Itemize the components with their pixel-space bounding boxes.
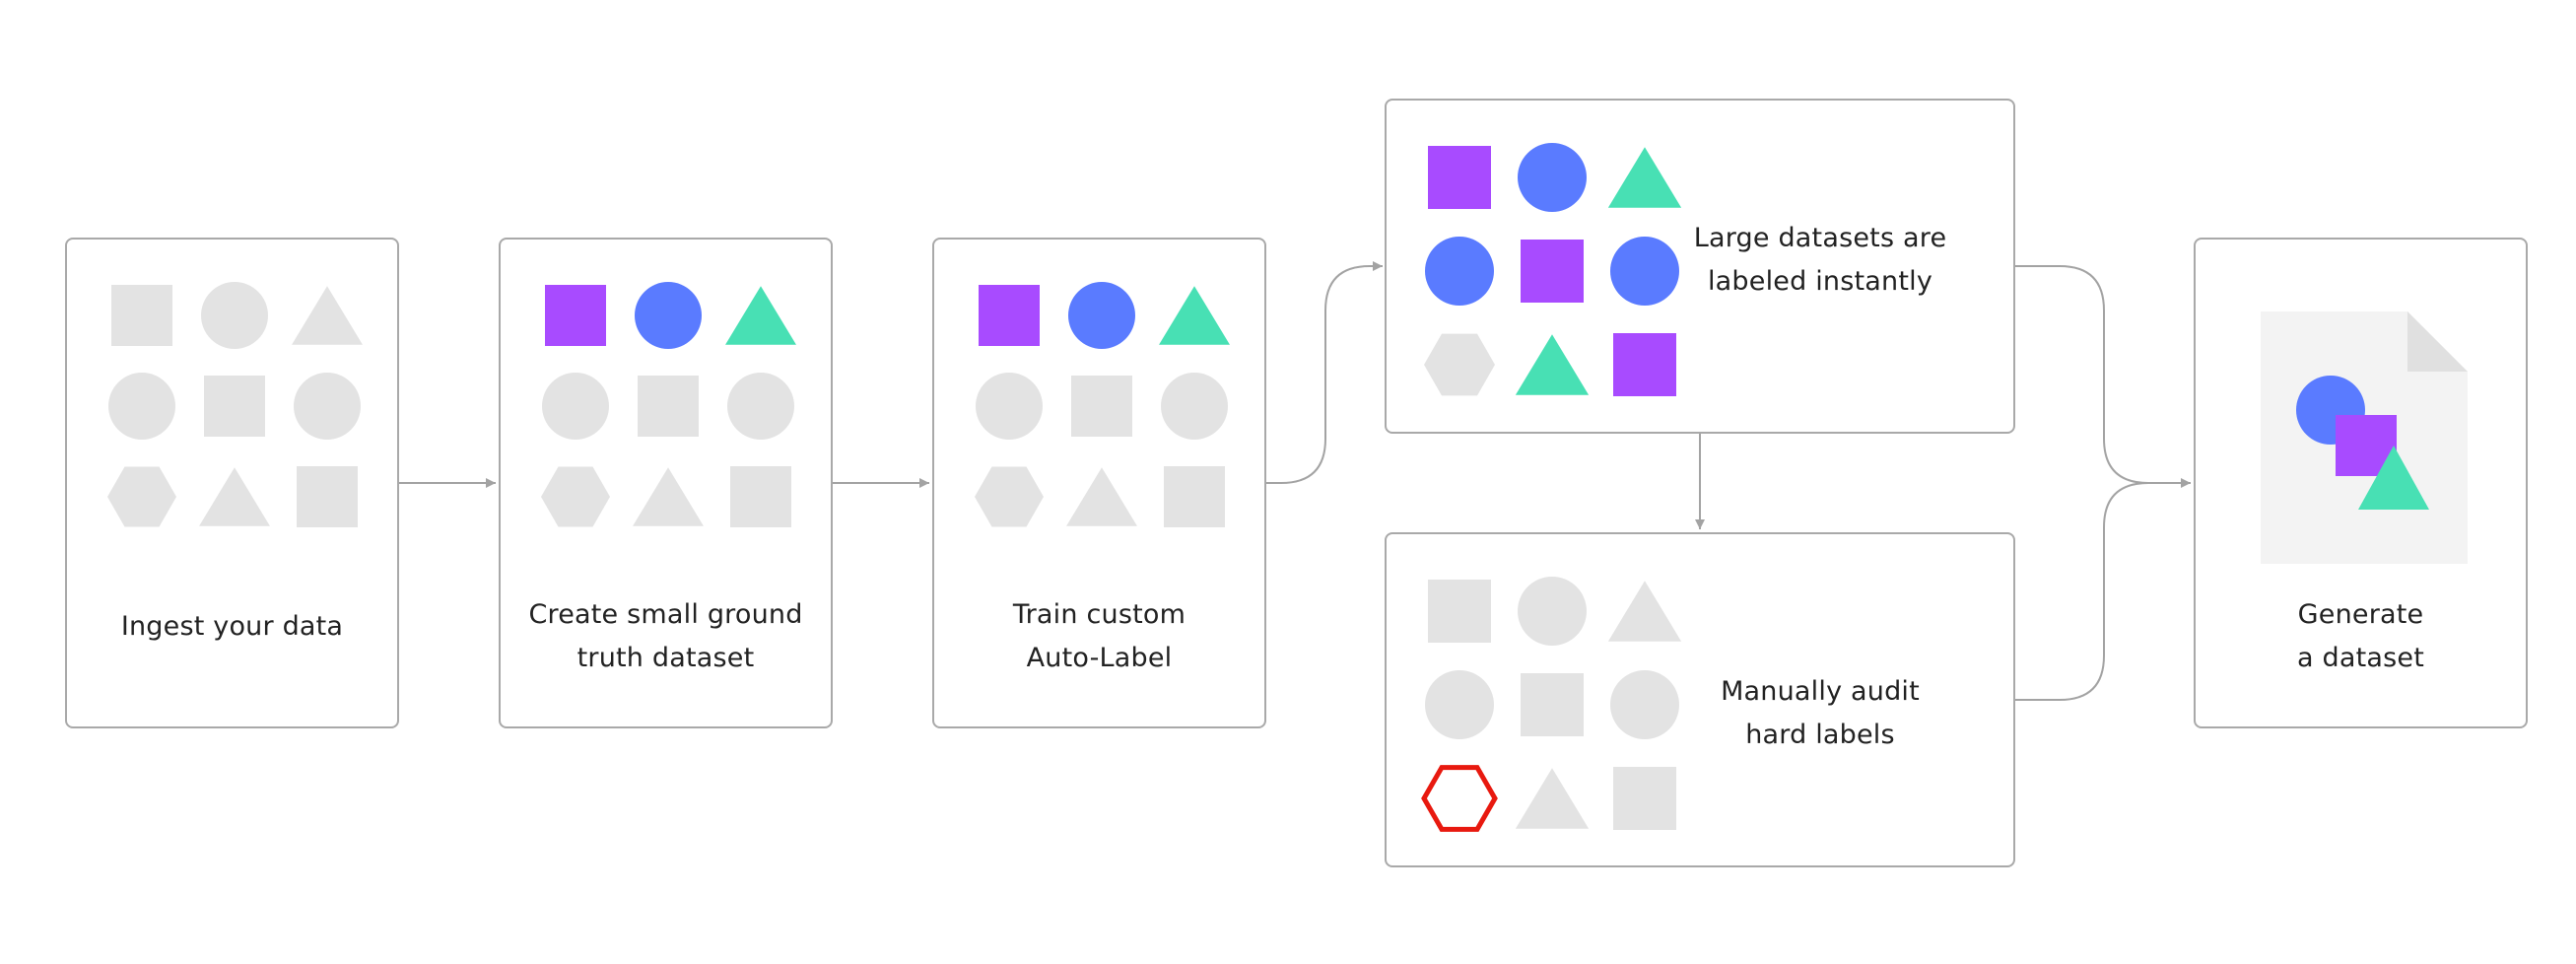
grey-circle-icon (1161, 373, 1228, 440)
grey-circle-icon (727, 373, 794, 440)
teal-triangle-icon (2358, 446, 2429, 510)
grey-hexagon-icon (541, 466, 610, 527)
teal-triangle-icon (725, 286, 796, 345)
grey-square-icon (638, 376, 699, 437)
grey-triangle-icon (1066, 467, 1137, 526)
purple-square-icon (545, 285, 606, 346)
grey-circle-icon (201, 282, 268, 349)
grey-circle-icon (1610, 670, 1679, 739)
purple-square-icon (979, 285, 1040, 346)
grey-square-icon (1071, 376, 1132, 437)
grey-circle-icon (1425, 670, 1494, 739)
grey-square-icon (1428, 580, 1491, 643)
arrow-audit-to-generate (2015, 482, 2149, 701)
error-hexagon-icon (1421, 765, 1498, 832)
caption-ingest: Ingest your data (67, 605, 397, 649)
grey-square-icon (297, 466, 358, 527)
grey-triangle-icon (292, 286, 363, 345)
blue-circle-icon (635, 282, 702, 349)
caption-line: Ingest your data (120, 611, 344, 642)
caption-ground-truth: Create small ground truth dataset (501, 593, 831, 680)
grey-hexagon-icon (107, 466, 176, 527)
step-large-box: Large datasets are labeled instantly (1385, 99, 2015, 434)
grey-circle-icon (976, 373, 1043, 440)
grey-circle-icon (108, 373, 175, 440)
grey-hexagon-icon (1424, 333, 1495, 396)
caption-line: Create small ground (528, 599, 803, 630)
step-ingest-box: Ingest your data (65, 238, 399, 728)
caption-line: hard labels (1745, 720, 1895, 750)
shape-grid-audit (1421, 577, 1682, 832)
grey-triangle-icon (199, 467, 270, 526)
blue-circle-icon (1518, 143, 1587, 212)
caption-line: Manually audit (1721, 676, 1920, 707)
shape-grid-train (975, 282, 1230, 527)
grey-square-icon (111, 285, 172, 346)
grey-triangle-icon (1607, 581, 1682, 642)
grey-square-icon (1521, 673, 1584, 736)
caption-line: Large datasets are (1693, 223, 1947, 253)
grey-triangle-icon (1515, 768, 1590, 829)
caption-line: Generate (2297, 599, 2424, 630)
grey-triangle-icon (633, 467, 704, 526)
step-ground-truth-box: Create small ground truth dataset (499, 238, 833, 728)
purple-square-icon (1521, 240, 1584, 303)
shape-grid-ingest (107, 282, 363, 527)
caption-train: Train custom Auto-Label (934, 593, 1264, 680)
arrow-large-to-generate (2015, 265, 2191, 488)
blue-circle-icon (1068, 282, 1135, 349)
grey-square-icon (1613, 767, 1676, 830)
blue-circle-icon (1610, 237, 1679, 306)
teal-triangle-icon (1607, 147, 1682, 208)
caption-large: Large datasets are labeled instantly (1682, 217, 1958, 304)
caption-audit: Manually audit hard labels (1682, 670, 1958, 757)
document-corner-fold-icon (2407, 311, 2468, 372)
caption-line: labeled instantly (1707, 266, 1933, 297)
blue-circle-icon (1425, 237, 1494, 306)
step-train-box: Train custom Auto-Label (932, 238, 1266, 728)
teal-triangle-icon (1159, 286, 1230, 345)
shape-grid-ground-truth (541, 282, 796, 527)
step-generate-box: Generate a dataset (2194, 238, 2528, 728)
caption-generate: Generate a dataset (2196, 593, 2526, 680)
purple-square-icon (1613, 333, 1676, 396)
shape-grid-large (1424, 143, 1682, 396)
arrow-train-to-large (1266, 261, 1383, 484)
step-audit-box: Manually audit hard labels (1385, 532, 2015, 867)
grey-circle-icon (294, 373, 361, 440)
grey-circle-icon (542, 373, 609, 440)
purple-square-icon (1428, 146, 1491, 209)
grey-circle-icon (1518, 577, 1587, 646)
grey-hexagon-icon (975, 466, 1044, 527)
grey-square-icon (1164, 466, 1225, 527)
teal-triangle-icon (1515, 334, 1590, 395)
caption-line: Train custom (1012, 599, 1186, 630)
caption-line: a dataset (2296, 643, 2424, 673)
grey-square-icon (204, 376, 265, 437)
grey-square-icon (730, 466, 791, 527)
caption-line: truth dataset (576, 643, 755, 673)
caption-line: Auto-Label (1026, 643, 1173, 673)
dataset-document-icon (2261, 311, 2468, 564)
